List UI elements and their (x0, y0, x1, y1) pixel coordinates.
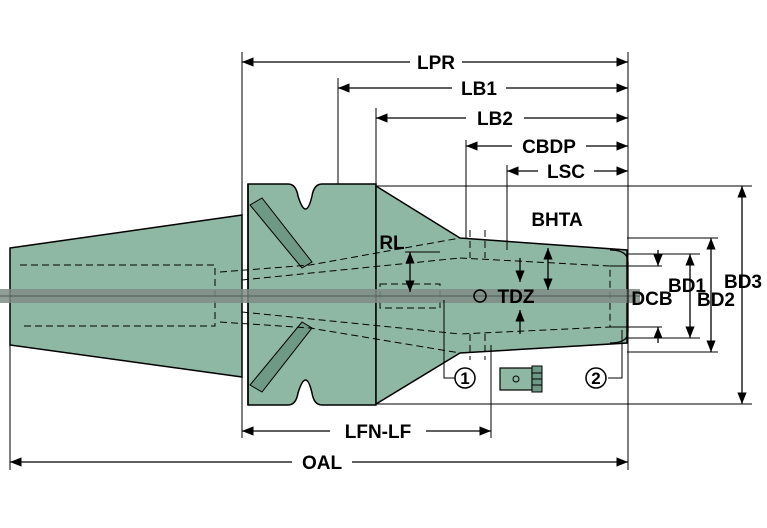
label-rl: RL (379, 233, 405, 254)
label-tdz: TDZ (498, 287, 535, 308)
set-screw-icon (499, 365, 543, 393)
label-bd3: BD3 (724, 272, 762, 293)
label-lb1: LB1 (461, 79, 497, 100)
callout-one-text: 1 (460, 369, 469, 388)
label-lsc: LSC (547, 162, 585, 183)
label-lfn-lf: LFN-LF (345, 422, 411, 443)
label-lb2: LB2 (477, 109, 513, 130)
callout-two: 2 (585, 367, 607, 389)
callout-one: 1 (454, 367, 476, 389)
label-bhta: BHTA (531, 210, 583, 231)
label-oal: OAL (302, 453, 343, 474)
drive-slot-top (249, 197, 313, 269)
label-dcb: DCB (631, 289, 672, 310)
dimension-arrows (10, 57, 747, 467)
coolant-hole (473, 289, 487, 303)
label-lpr: LPR (417, 53, 455, 74)
label-bd2: BD2 (697, 290, 735, 311)
dimension-labels: LPR LB1 LB2 CBDP LSC BHTA RL TDZ BD1 DCB… (302, 53, 762, 474)
label-cbdp: CBDP (522, 137, 576, 158)
extension-lines (9, 52, 752, 470)
callout-two-text: 2 (591, 369, 600, 388)
label-bd1: BD1 (668, 276, 706, 297)
